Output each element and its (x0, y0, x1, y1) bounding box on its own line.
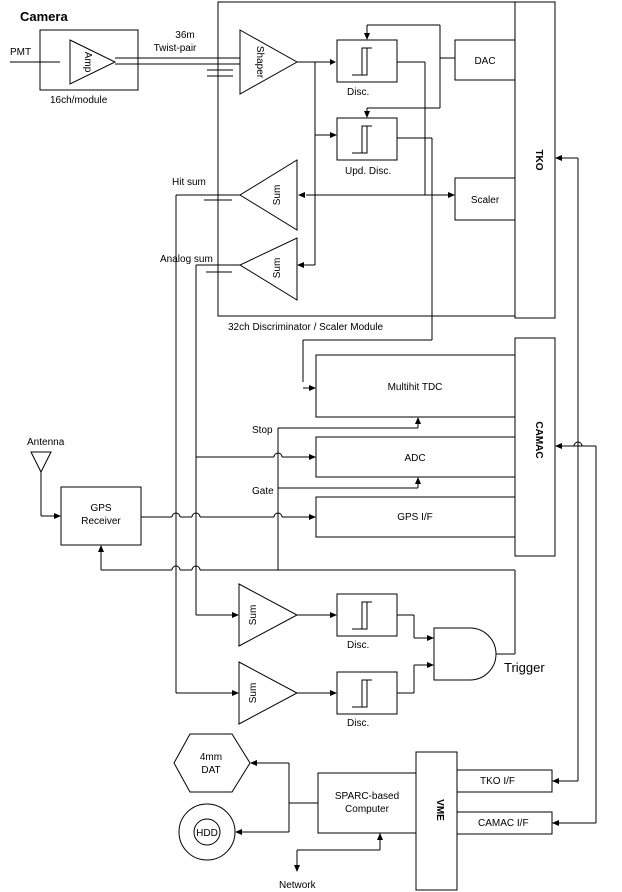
crossover-stop-adc (273, 452, 283, 458)
dat-label-2: DAT (201, 765, 220, 776)
multihit-tdc-box (315, 354, 516, 418)
diagram-title: Camera (20, 9, 68, 24)
analog-sum-sum-label: Sum (272, 258, 283, 279)
trigger-disc-2-icon (352, 679, 372, 708)
arrow-to-and-2 (427, 662, 434, 668)
vme-crate-box (415, 751, 458, 891)
adc-box (315, 436, 516, 478)
trigger-sum-2-triangle (238, 661, 299, 725)
and-gate (433, 627, 497, 681)
trigger-disc-1-label: Disc. (347, 640, 369, 651)
trigger-disc-2-label: Disc. (347, 718, 369, 729)
crossover-camac-tko (573, 441, 583, 447)
disc-hysteresis-icon (352, 47, 372, 76)
trigger-sum-2-label: Sum (248, 683, 259, 704)
computer-box (317, 772, 417, 834)
tko-crate-box (514, 1, 556, 319)
shaper-label: Shaper (254, 46, 265, 79)
tko-if-label: TKO I/F (480, 776, 515, 787)
hit-sum-label: Hit sum (172, 177, 206, 188)
amp-module-box (39, 29, 139, 91)
arrow-antenna-to-gps (54, 513, 61, 519)
hdd-label: HDD (196, 828, 218, 839)
adc-label: ADC (404, 453, 425, 464)
arrow-to-hit-sum (298, 192, 305, 198)
arrow-to-trigger-sum-2 (232, 690, 239, 696)
gate-label: Gate (252, 486, 274, 497)
hit-sum-triangle (239, 159, 298, 231)
shaper-triangle (239, 29, 299, 95)
dac-label: DAC (474, 56, 495, 67)
arrow-gate-to-adc (415, 477, 421, 484)
upd-disc-label: Upd. Disc. (345, 166, 391, 177)
arrow-to-scaler (448, 192, 455, 198)
arrow-to-camac (555, 443, 562, 449)
dac-box (454, 39, 516, 81)
arrow-to-tdc (309, 385, 316, 391)
antenna-label: Antenna (27, 437, 65, 448)
vme-label: VME (434, 799, 445, 821)
arrow-to-hdd (235, 829, 242, 835)
multihit-tdc-label: Multihit TDC (388, 382, 443, 393)
arrow-to-analog-sum (297, 262, 304, 268)
arrow-to-dat (250, 760, 257, 766)
arrow-to-tko-if (552, 778, 559, 784)
network-label: Network (279, 880, 317, 891)
arrow-to-tko (555, 155, 562, 161)
arrow-to-gps-if (309, 514, 316, 520)
hdd-inner-circle (193, 818, 221, 846)
arrow-to-upd-disc (330, 132, 337, 138)
scaler-box (454, 177, 516, 221)
arrow-to-disc (330, 59, 336, 65)
dat-label-1: 4mm (200, 752, 222, 763)
arrow-trigger-to-gps (98, 545, 104, 552)
arrow-to-trigger-sum-1 (232, 612, 239, 618)
analog-sum-label: Analog sum (160, 254, 213, 265)
arrow-dac-to-upd-disc (364, 111, 370, 118)
arrow-network-to-computer (377, 833, 383, 840)
tko-label: TKO (533, 149, 544, 170)
camac-if-label: CAMAC I/F (478, 818, 529, 829)
computer-label-1: SPARC-based (335, 791, 399, 802)
crossover-3 (273, 512, 283, 518)
upd-disc-hysteresis-icon (352, 125, 372, 154)
amp-triangle (69, 39, 117, 85)
arrow-to-trigger-disc-1 (330, 612, 337, 618)
antenna-icon (30, 451, 52, 474)
analog-sum-triangle (238, 237, 298, 301)
stop-label: Stop (252, 425, 273, 436)
camac-crate-box (514, 337, 556, 557)
disc-label: Disc. (347, 87, 369, 98)
pmt-label: PMT (10, 47, 31, 58)
amp-label: Amp (82, 52, 93, 73)
arrow-dac-to-disc (364, 33, 370, 40)
gps-receiver-label-1: GPS (90, 503, 111, 514)
gps-if-label: GPS I/F (397, 512, 433, 523)
scaler-label: Scaler (471, 195, 500, 206)
arrow-to-network (294, 865, 300, 872)
trigger-disc-1-icon (352, 601, 372, 630)
discriminator-module-label: 32ch Discriminator / Scaler Module (228, 322, 383, 333)
trigger-sum-1-triangle (238, 583, 299, 647)
arrow-to-trigger-disc-2 (330, 690, 337, 696)
gps-receiver-label-2: Receiver (81, 516, 121, 527)
hit-sum-sum-label: Sum (272, 185, 283, 206)
arrow-to-camac-if (552, 820, 559, 826)
arrow-to-and-1 (427, 635, 434, 641)
cable-length-label: 36m (175, 30, 194, 41)
dat-hexagon (173, 733, 251, 793)
twist-pair-label: Twist-pair (154, 43, 197, 54)
trigger-sum-1-label: Sum (248, 605, 259, 626)
trigger-label: Trigger (504, 660, 545, 675)
module-16ch-label: 16ch/module (50, 95, 108, 106)
camac-label: CAMAC (533, 421, 544, 458)
arrow-to-adc (309, 454, 316, 460)
gps-if-box (315, 496, 516, 538)
arrow-stop-to-tdc (415, 417, 421, 424)
computer-label-2: Computer (345, 804, 390, 815)
